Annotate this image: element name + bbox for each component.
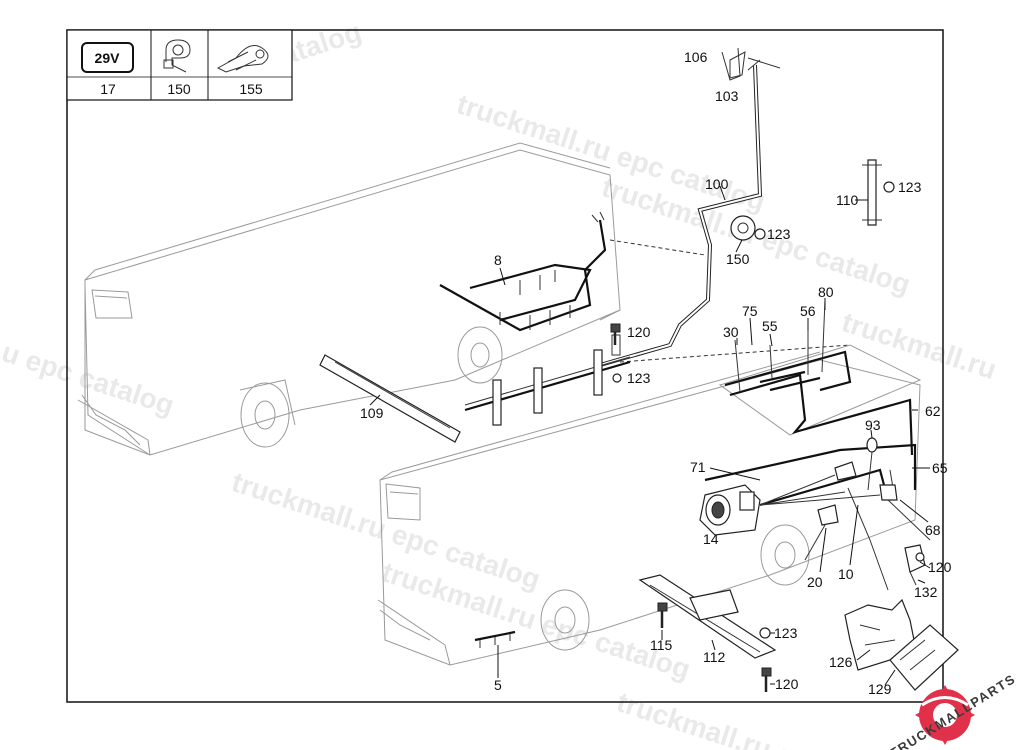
voltage-badge bbox=[81, 42, 134, 73]
callout-120: 120 bbox=[775, 676, 799, 692]
truckmallparts-logo: TRUCKMALLPARTS bbox=[887, 671, 1018, 750]
callout-leaders bbox=[369, 185, 931, 686]
callout-65: 65 bbox=[932, 460, 948, 476]
callout-109: 109 bbox=[360, 405, 384, 421]
gear-logo-icon bbox=[915, 685, 975, 745]
lower-truck-outline bbox=[377, 351, 921, 666]
bracket-126 bbox=[844, 598, 916, 671]
bracket-132 bbox=[904, 544, 926, 586]
clip-110 bbox=[862, 159, 895, 226]
callout-106: 106 bbox=[684, 49, 708, 65]
callout-132: 132 bbox=[914, 584, 938, 600]
crossmember-112 bbox=[638, 574, 777, 659]
callout-100: 100 bbox=[705, 176, 729, 192]
upper-truck-outline bbox=[77, 142, 621, 456]
leader-dashes bbox=[609, 239, 851, 363]
harness-8 bbox=[439, 211, 607, 332]
fasteners bbox=[610, 323, 772, 692]
watermark: truckmall.ru e bbox=[613, 686, 797, 750]
callout-120: 120 bbox=[627, 324, 651, 340]
callout-5: 5 bbox=[494, 677, 502, 693]
clamp-icon bbox=[163, 39, 191, 73]
callout-126: 126 bbox=[829, 654, 853, 670]
voltage-badge-text: 29V bbox=[95, 50, 121, 66]
callout-30: 30 bbox=[723, 324, 739, 340]
harness-cluster bbox=[718, 299, 922, 456]
bolt-115 bbox=[657, 602, 668, 628]
callout-71: 71 bbox=[690, 459, 706, 475]
legend-table: 29V 17 150 155 bbox=[66, 29, 293, 101]
callout-14: 14 bbox=[703, 531, 719, 547]
callout-62: 62 bbox=[925, 403, 941, 419]
callout-123: 123 bbox=[627, 370, 651, 386]
pipe-100 bbox=[599, 51, 781, 367]
callout-120: 120 bbox=[928, 559, 952, 575]
callout-20: 20 bbox=[807, 574, 823, 590]
callout-55: 55 bbox=[762, 318, 778, 334]
callout-8: 8 bbox=[494, 252, 502, 268]
bracket-106 bbox=[721, 47, 761, 81]
callout-93: 93 bbox=[865, 417, 881, 433]
callout-123: 123 bbox=[767, 226, 791, 242]
callout-75: 75 bbox=[742, 303, 758, 319]
callout-103: 103 bbox=[715, 88, 739, 104]
watermark: truckmall.ru bbox=[838, 306, 1000, 385]
beam-109 bbox=[319, 354, 461, 443]
callout-129: 129 bbox=[868, 681, 892, 697]
callout-10: 10 bbox=[838, 566, 854, 582]
callout-115: 115 bbox=[650, 637, 673, 653]
harness-5 bbox=[474, 630, 516, 648]
callout-68: 68 bbox=[925, 522, 941, 538]
callout-112: 112 bbox=[703, 649, 726, 665]
callout-110: 110 bbox=[836, 192, 859, 208]
callout-150: 150 bbox=[726, 251, 750, 267]
watermark: u epc catalog bbox=[0, 336, 178, 421]
component-14 bbox=[699, 484, 761, 536]
mounting-rail bbox=[464, 334, 631, 426]
callout-labels: 106 103 100 123 110 123 150 8 80 75 55 5… bbox=[360, 49, 952, 697]
drawing-frame bbox=[66, 29, 944, 703]
legend-label-150: 150 bbox=[167, 81, 191, 97]
clamp-150 bbox=[730, 215, 766, 241]
callout-56: 56 bbox=[800, 303, 816, 319]
plate-129 bbox=[889, 624, 959, 691]
legend-label-17: 17 bbox=[100, 81, 116, 97]
callout-80: 80 bbox=[818, 284, 834, 300]
legend-label-155: 155 bbox=[239, 81, 263, 97]
callout-123: 123 bbox=[774, 625, 798, 641]
small-fittings bbox=[804, 437, 931, 591]
callout-123: 123 bbox=[898, 179, 922, 195]
strap-clamp-icon bbox=[216, 45, 269, 73]
